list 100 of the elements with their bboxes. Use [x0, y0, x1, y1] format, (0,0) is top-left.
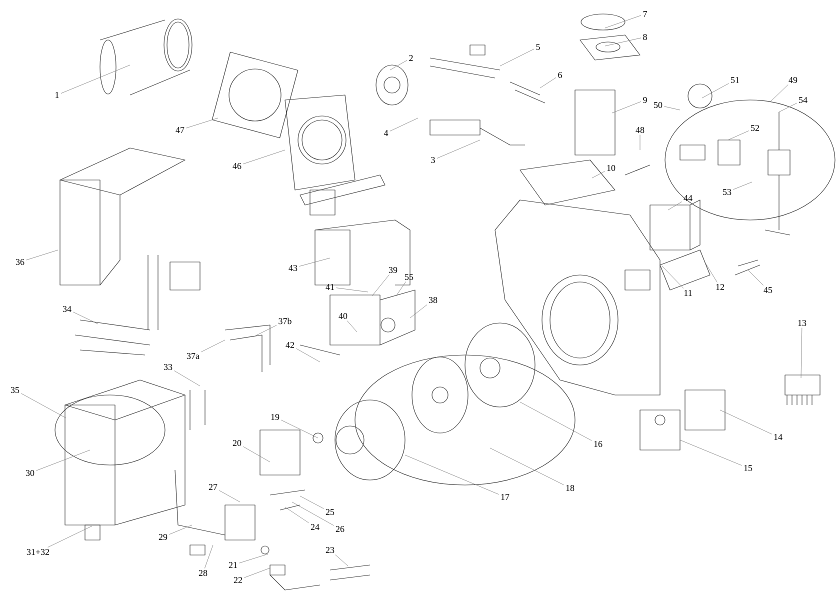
leader-line [612, 101, 642, 114]
leader-line [239, 554, 268, 564]
callout-number: 54 [799, 97, 808, 104]
callout-number: 52 [751, 124, 759, 132]
callout-number: 5 [536, 44, 540, 50]
callout-number: 23 [326, 546, 334, 554]
leader-line [21, 393, 66, 418]
leader-line [490, 448, 564, 486]
leader-line [778, 102, 797, 112]
leader-line [281, 420, 318, 438]
leader-line [346, 320, 358, 332]
callout-number: 48 [636, 126, 644, 134]
callout-number: 13 [798, 320, 806, 326]
leader-line [335, 554, 348, 566]
leader-line [169, 524, 192, 535]
callout-number: 49 [788, 76, 798, 84]
leader-line [204, 544, 214, 568]
leader-line [410, 304, 428, 318]
leader-line [604, 15, 642, 28]
leader-line [36, 450, 90, 471]
callout-number: 24 [310, 524, 320, 530]
callout-number: 17 [501, 494, 510, 500]
leader-line [243, 150, 286, 164]
leader-line [26, 250, 58, 260]
callout-number: 26 [336, 526, 344, 532]
callout-number: 12 [716, 284, 724, 290]
callout-number: 41 [326, 284, 334, 290]
callout-number: 40 [338, 312, 348, 320]
leader-line [73, 312, 98, 324]
leader-line [284, 506, 309, 524]
leader-line [372, 274, 390, 296]
callout-number: 30 [26, 470, 34, 476]
leader-line [800, 328, 802, 378]
callout-number: 55 [405, 274, 414, 280]
callout-number: 20 [232, 440, 242, 446]
callout-number: 8 [643, 34, 647, 40]
leader-line [662, 266, 684, 289]
leader-line [336, 288, 368, 292]
leader-line [186, 118, 218, 128]
callout-number: 25 [326, 508, 334, 516]
callout-number: 35 [10, 386, 20, 394]
leader-line [706, 264, 718, 283]
callout-number: 27 [208, 484, 218, 490]
leader-line [604, 38, 642, 46]
leader-line [540, 77, 556, 88]
leader-line [500, 48, 534, 66]
callout-number: 47 [176, 127, 184, 133]
leader-line [243, 446, 270, 462]
callout-number: 9 [643, 96, 647, 104]
callout-number: 37a [186, 352, 200, 360]
leader-line [720, 410, 772, 434]
leader-line [728, 130, 749, 140]
callout-number: 51 [731, 76, 739, 84]
leader-line [770, 84, 788, 102]
leader-line [174, 370, 200, 386]
leader-line [748, 270, 764, 286]
callout-number: 44 [684, 195, 692, 201]
callout-number: 11 [684, 290, 692, 296]
callout-number: 1 [56, 92, 59, 98]
leader-line [48, 526, 92, 548]
leader-line [592, 171, 605, 178]
leader-line [436, 140, 480, 159]
leader-line [404, 454, 499, 495]
callout-number: 16 [594, 440, 602, 448]
callout-number: 4 [384, 130, 388, 136]
callout-number: 45 [764, 287, 772, 294]
leader-line [680, 440, 742, 466]
callout-number: 3 [431, 156, 435, 164]
callout-number: 18 [566, 484, 574, 492]
callout-number: 43 [288, 264, 298, 272]
leader-line [396, 282, 406, 296]
callout-number: 42 [286, 342, 294, 348]
leader-line [300, 496, 324, 509]
callout-number: 28 [198, 570, 208, 576]
leader-line [292, 502, 334, 526]
callout-number: 31+32 [26, 548, 50, 556]
callout-number: 38 [428, 296, 438, 304]
callout-number: 39 [388, 266, 398, 274]
leader-line [299, 258, 330, 267]
callout-number: 14 [774, 434, 782, 440]
callout-number: 2 [409, 55, 413, 61]
leader-line [254, 325, 277, 336]
leader-line [201, 340, 226, 352]
callout-number: 33 [164, 364, 172, 370]
leader-line [702, 83, 729, 98]
leader-line [296, 348, 320, 362]
callout-number: 10 [607, 164, 616, 172]
leader-line [733, 182, 752, 190]
leader-line [520, 402, 592, 441]
leader-line [219, 490, 240, 502]
callout-number: 46 [232, 162, 242, 170]
callout-number: 37b [278, 318, 292, 324]
callout-number: 21 [228, 562, 237, 568]
callout-number: 6 [558, 72, 562, 78]
leader-line [668, 202, 682, 210]
leader-line [664, 106, 680, 110]
callout-number: 34 [62, 306, 72, 312]
callout-number: 53 [723, 188, 732, 196]
callout-number: 22 [234, 577, 242, 583]
callout-number: 15 [744, 465, 752, 472]
